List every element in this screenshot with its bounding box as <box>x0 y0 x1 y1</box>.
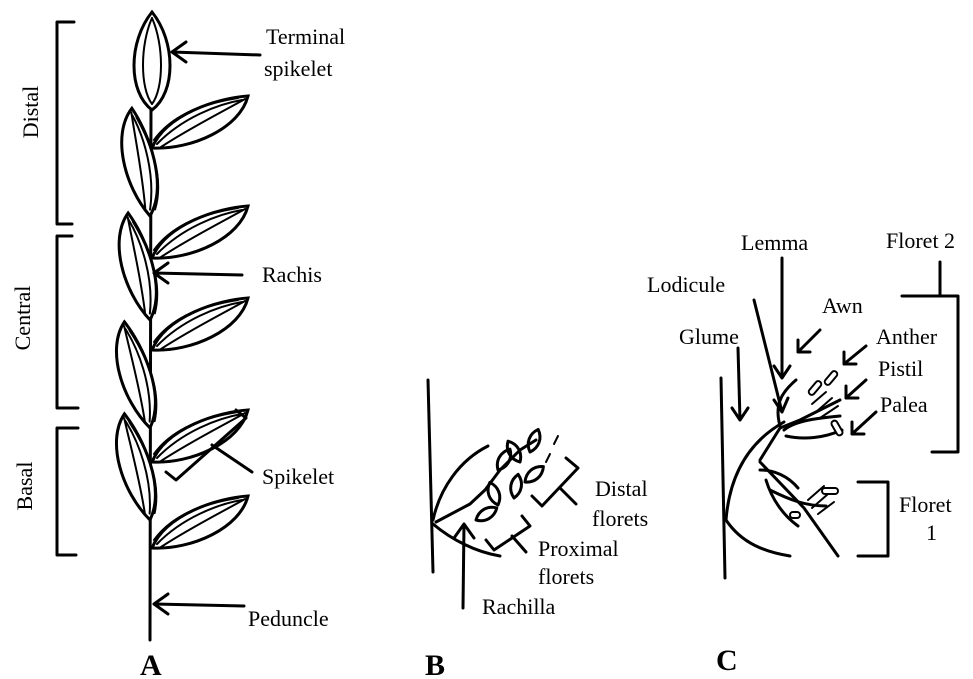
label-anther: Anther <box>876 324 938 349</box>
bracket-proximal-florets <box>486 516 530 552</box>
region-basal-label: Basal <box>12 462 37 511</box>
region-distal-label: Distal <box>18 86 43 139</box>
spikelet-right-2 <box>152 206 248 258</box>
label-awn: Awn <box>822 293 863 318</box>
floret-b-1 <box>473 503 499 524</box>
floret-b-dashes <box>546 436 558 462</box>
terminal-spikelet <box>134 12 170 110</box>
label-lodicule: Lodicule <box>647 272 725 297</box>
arrow-pistil <box>846 380 866 398</box>
label-floret-1-2: 1 <box>926 520 937 545</box>
spikelet-right-1 <box>152 96 248 148</box>
label-distal-florets-2: florets <box>592 506 648 531</box>
label-spikelet: Spikelet <box>262 464 334 489</box>
arrow-glume <box>732 348 748 420</box>
arrow-rachilla <box>454 524 474 608</box>
floret-b-4 <box>509 473 524 498</box>
bracket-central <box>57 236 78 408</box>
floret-2-drawing <box>760 370 844 460</box>
rachis-segment-b <box>428 380 433 572</box>
panel-a-label: A <box>140 649 162 679</box>
label-terminal-2: spikelet <box>264 56 332 81</box>
label-proximal-florets-2: florets <box>538 564 594 589</box>
label-floret-1-1: Floret <box>899 492 952 517</box>
label-peduncle: Peduncle <box>248 606 329 631</box>
arrow-anther <box>844 346 866 364</box>
bracket-floret-1 <box>858 482 888 556</box>
bracket-basal <box>57 428 78 555</box>
glume-c-2 <box>726 520 790 556</box>
panel-a: Distal Central Basal Terminal spikelet R… <box>10 12 345 679</box>
arrow-awn <box>798 330 820 352</box>
label-palea: Palea <box>880 392 928 417</box>
floret-b-2 <box>485 481 503 507</box>
spikelet-left-4 <box>86 414 189 520</box>
label-rachilla: Rachilla <box>482 594 556 619</box>
arrow-rachis <box>154 263 242 283</box>
arrow-terminal <box>172 42 260 62</box>
panel-b: Distal florets Proximal florets Rachilla… <box>425 380 648 679</box>
spikelet-right-4 <box>152 410 248 462</box>
panel-c-label: C <box>716 644 738 677</box>
label-proximal-florets-1: Proximal <box>538 536 619 561</box>
floret-1-drawing <box>760 462 838 556</box>
arrow-peduncle <box>154 594 244 614</box>
spikelet-right-5 <box>152 496 248 548</box>
label-pistil: Pistil <box>878 356 923 381</box>
arrow-lemma <box>774 258 790 378</box>
spikelet-right-3 <box>152 298 248 350</box>
panel-c: Glume Lodicule Lemma Awn Anther Pistil P… <box>647 228 958 677</box>
region-central-label: Central <box>10 286 35 351</box>
label-rachis: Rachis <box>262 262 322 287</box>
label-glume: Glume <box>679 324 739 349</box>
label-terminal-1: Terminal <box>266 24 345 49</box>
panel-b-label: B <box>425 649 445 679</box>
rachilla-c <box>721 378 725 578</box>
label-floret-2: Floret 2 <box>886 228 955 253</box>
label-distal-florets-1: Distal <box>595 476 648 501</box>
label-lemma: Lemma <box>741 230 808 255</box>
arrow-palea <box>852 412 876 434</box>
floret-b-6 <box>522 463 547 486</box>
bracket-distal <box>57 22 74 224</box>
